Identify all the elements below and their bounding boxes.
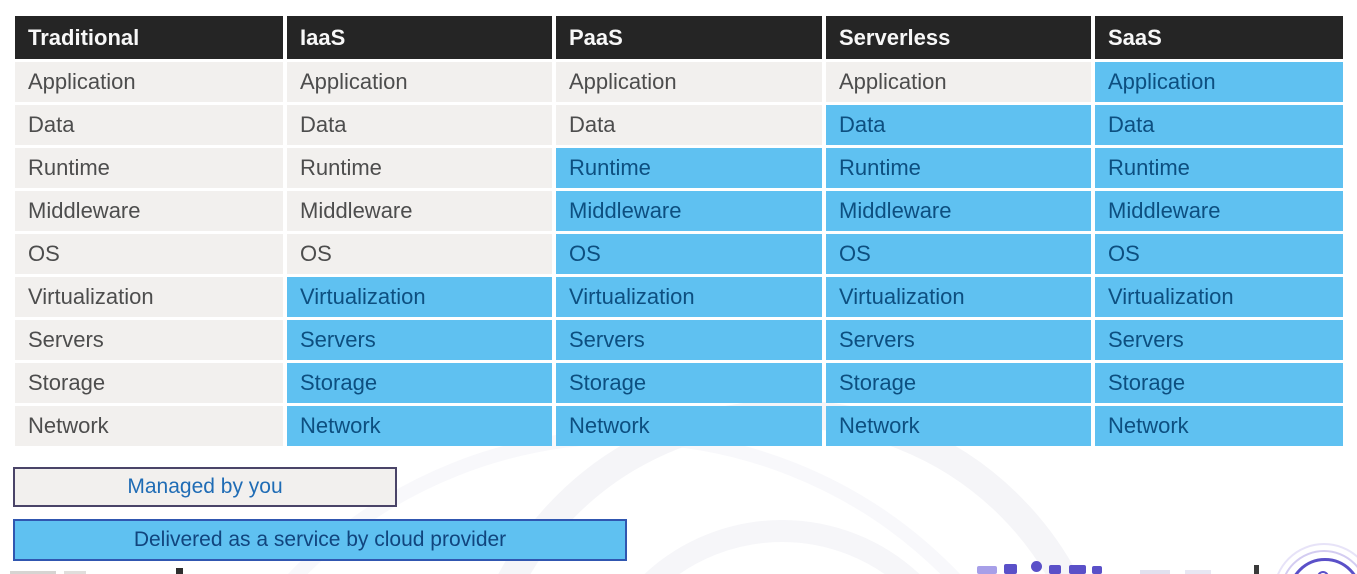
cell-iaas-data: Data	[287, 105, 552, 145]
cutoff-logo-letter-fragment	[977, 566, 997, 574]
cell-paas-middleware: Middleware	[556, 191, 822, 231]
cutoff-logo-letter-fragment	[1140, 570, 1170, 574]
cell-saas-data: Data	[1095, 105, 1343, 145]
cell-serverless-virtualization: Virtualization	[826, 277, 1091, 317]
cell-traditional-network: Network	[15, 406, 283, 446]
cell-saas-middleware: Middleware	[1095, 191, 1343, 231]
column-header-saas: SaaS	[1095, 16, 1343, 59]
cell-traditional-middleware: Middleware	[15, 191, 283, 231]
cutoff-text-fragment	[10, 571, 56, 574]
cell-saas-servers: Servers	[1095, 320, 1343, 360]
cell-saas-os: OS	[1095, 234, 1343, 274]
cell-iaas-storage: Storage	[287, 363, 552, 403]
cell-iaas-network: Network	[287, 406, 552, 446]
cell-serverless-network: Network	[826, 406, 1091, 446]
cell-serverless-data: Data	[826, 105, 1091, 145]
cell-serverless-middleware: Middleware	[826, 191, 1091, 231]
cell-iaas-virtualization: Virtualization	[287, 277, 552, 317]
cell-serverless-servers: Servers	[826, 320, 1091, 360]
cutoff-logo-letter-fragment	[1092, 566, 1102, 574]
cell-iaas-servers: Servers	[287, 320, 552, 360]
legend-managed-by-you: Managed by you	[13, 467, 397, 507]
cell-serverless-storage: Storage	[826, 363, 1091, 403]
cell-paas-os: OS	[556, 234, 822, 274]
cell-traditional-application: Application	[15, 62, 283, 102]
cell-traditional-os: OS	[15, 234, 283, 274]
cell-serverless-os: OS	[826, 234, 1091, 274]
cell-paas-data: Data	[556, 105, 822, 145]
cell-saas-network: Network	[1095, 406, 1343, 446]
cutoff-logo-letter-fragment	[1031, 561, 1042, 572]
cell-traditional-data: Data	[15, 105, 283, 145]
cell-saas-virtualization: Virtualization	[1095, 277, 1343, 317]
cell-paas-storage: Storage	[556, 363, 822, 403]
cutoff-text-fragment	[64, 571, 86, 574]
cell-serverless-runtime: Runtime	[826, 148, 1091, 188]
cell-paas-virtualization: Virtualization	[556, 277, 822, 317]
cutoff-logo-letter-fragment	[1004, 564, 1017, 574]
column-header-paas: PaaS	[556, 16, 822, 59]
cell-paas-runtime: Runtime	[556, 148, 822, 188]
cell-paas-servers: Servers	[556, 320, 822, 360]
legend-managed-label: Managed by you	[127, 475, 283, 498]
cell-paas-network: Network	[556, 406, 822, 446]
cell-saas-storage: Storage	[1095, 363, 1343, 403]
cell-serverless-application: Application	[826, 62, 1091, 102]
cell-traditional-runtime: Runtime	[15, 148, 283, 188]
cell-saas-application: Application	[1095, 62, 1343, 102]
column-header-iaas: IaaS	[287, 16, 552, 59]
cell-iaas-os: OS	[287, 234, 552, 274]
cell-saas-runtime: Runtime	[1095, 148, 1343, 188]
cell-traditional-virtualization: Virtualization	[15, 277, 283, 317]
legend-delivered-label: Delivered as a service by cloud provider	[133, 528, 507, 551]
cell-traditional-servers: Servers	[15, 320, 283, 360]
cutoff-logo-letter-fragment	[1185, 570, 1211, 574]
cutoff-text-fragment	[176, 568, 183, 574]
cell-paas-application: Application	[556, 62, 822, 102]
cutoff-logo-letter-fragment	[1069, 565, 1086, 574]
cell-iaas-application: Application	[287, 62, 552, 102]
cutoff-logo-letter-fragment	[1049, 565, 1061, 574]
cell-iaas-runtime: Runtime	[287, 148, 552, 188]
cell-traditional-storage: Storage	[15, 363, 283, 403]
column-header-serverless: Serverless	[826, 16, 1091, 59]
column-header-traditional: Traditional	[15, 16, 283, 59]
legend-delivered-by-provider: Delivered as a service by cloud provider	[13, 519, 627, 561]
cutoff-logo-letter-fragment	[1254, 565, 1259, 574]
cell-iaas-middleware: Middleware	[287, 191, 552, 231]
